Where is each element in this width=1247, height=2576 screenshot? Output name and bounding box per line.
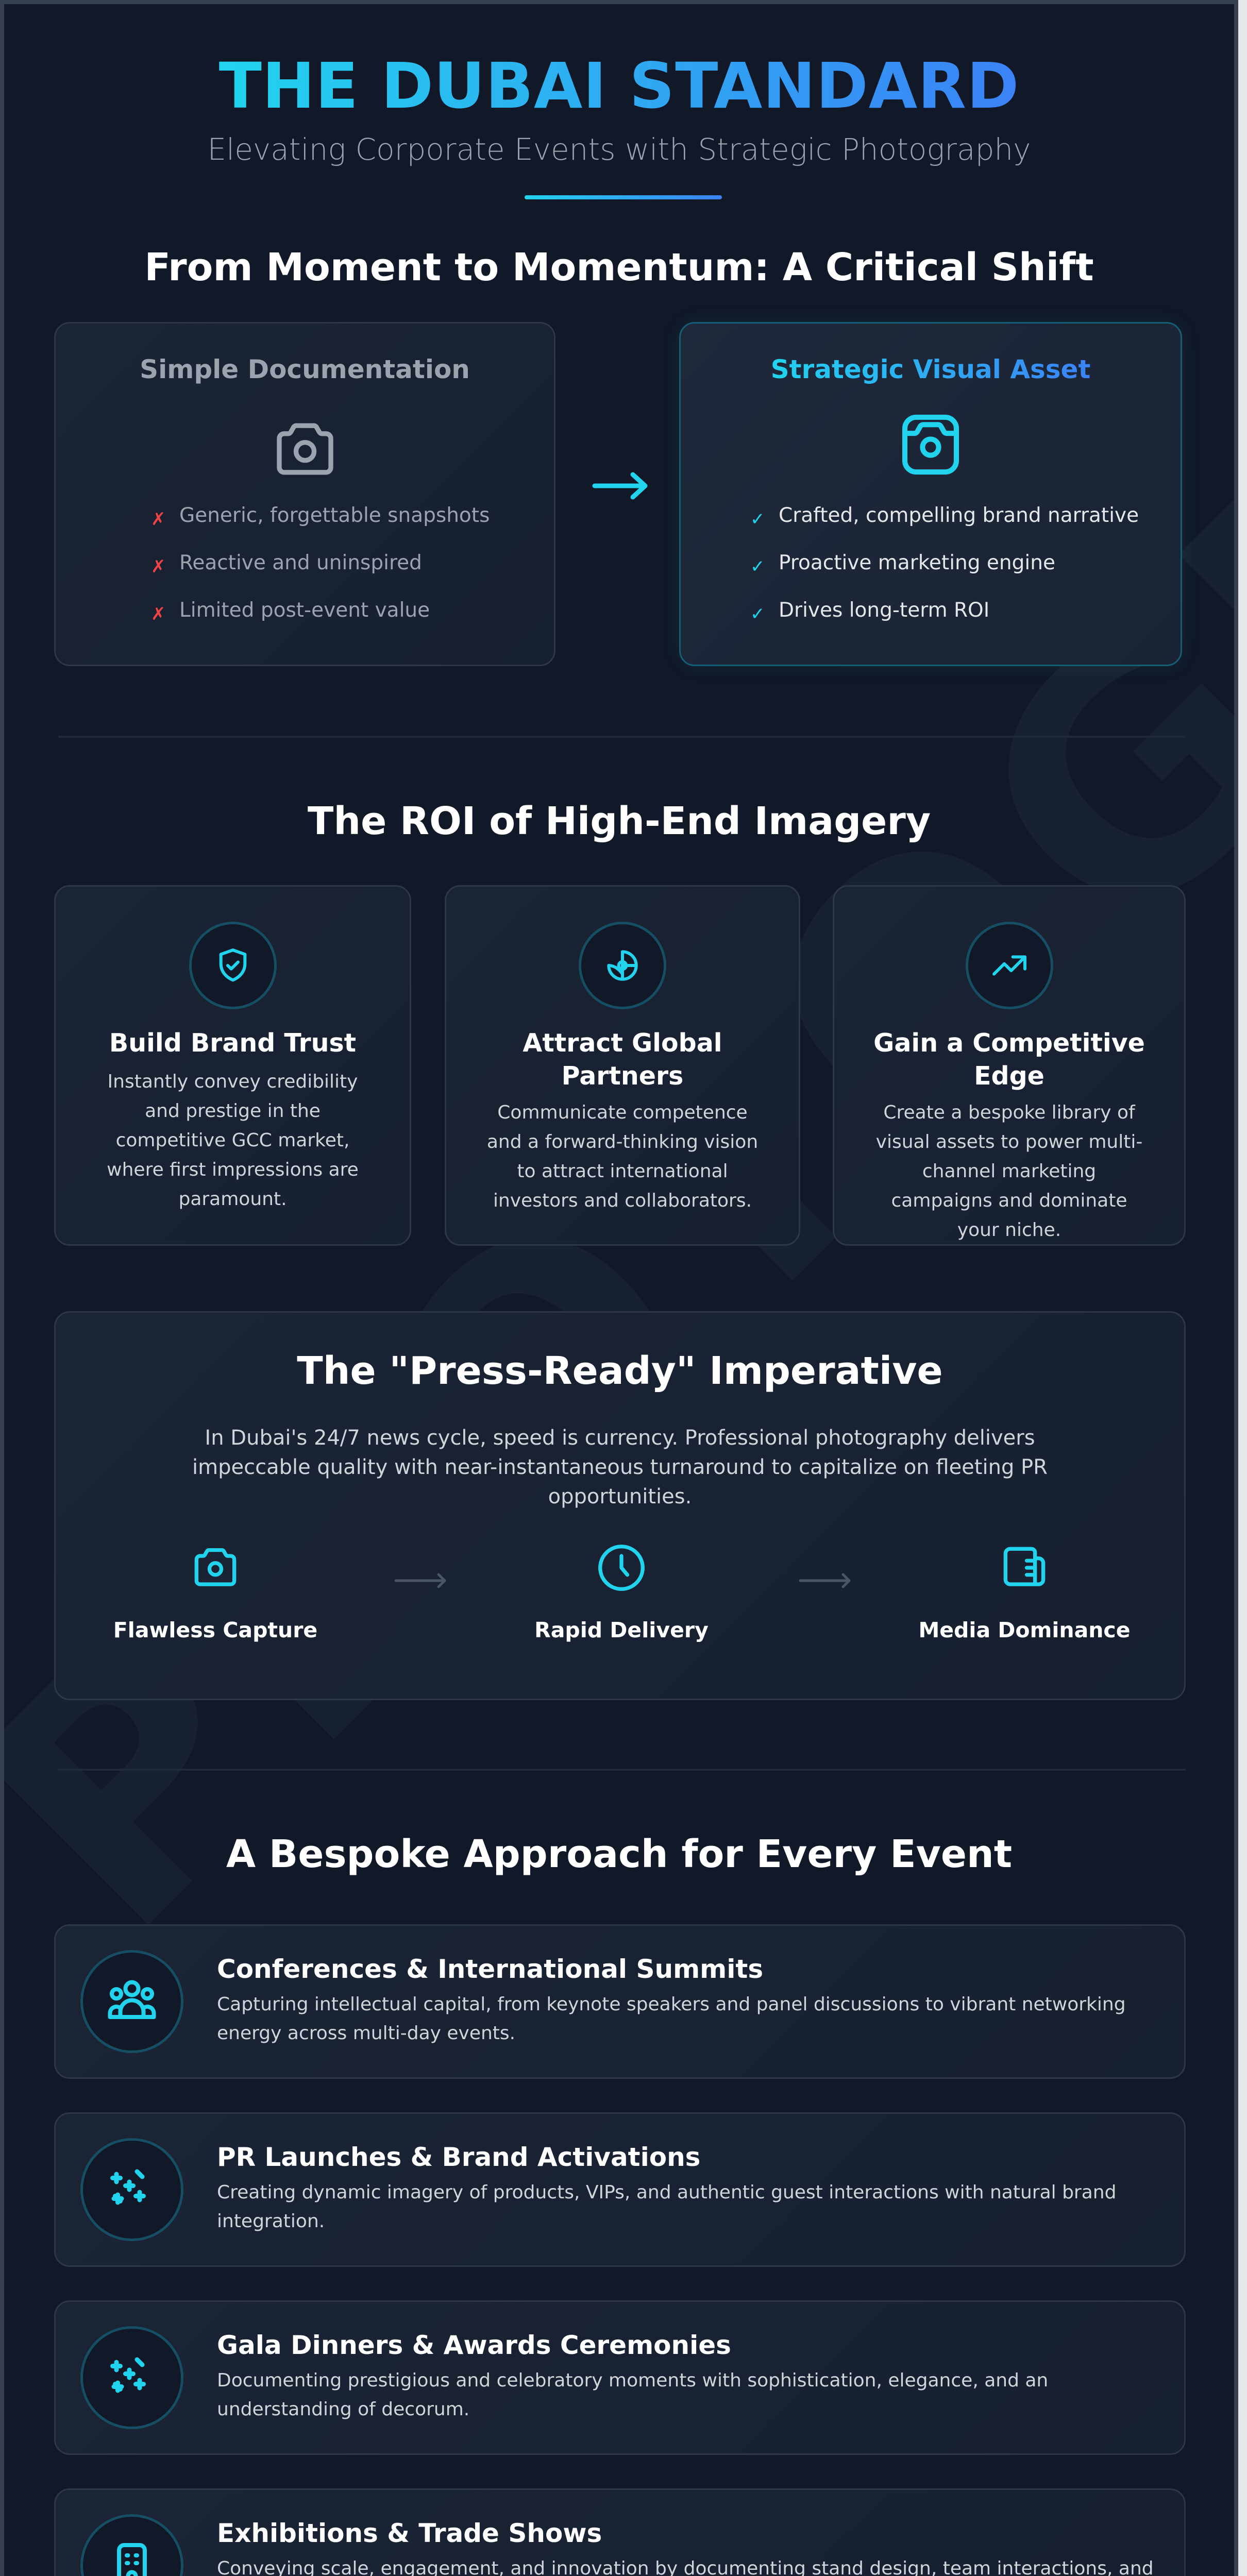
roi-card-title: Gain a Competitive Edge	[873, 1028, 1145, 1091]
sparkles-icon	[110, 2357, 146, 2393]
arrow-right-icon	[394, 1573, 446, 1588]
sparkles-icon	[110, 2169, 146, 2205]
roi-card-title: Build Brand Trust	[109, 1028, 357, 1058]
roi-card-text: Communicate competence and a forward-thi…	[486, 1102, 759, 1211]
step-label: Rapid Delivery	[534, 1618, 709, 1642]
roi-card-title: Attract Global Partners	[523, 1028, 722, 1091]
before-item: ✗Limited post-event value	[151, 599, 430, 624]
icon-circle	[80, 2514, 183, 2576]
roi-section-heading: The ROI of High-End Imagery	[307, 799, 931, 843]
check-mark-icon: ✓	[750, 604, 765, 624]
before-list: ✗Generic, forgettable snapshots ✗Reactiv…	[151, 504, 490, 646]
before-item: ✗Reactive and uninspired	[151, 551, 422, 577]
roi-card-brand-trust: Build Brand Trust Instantly convey credi…	[54, 885, 411, 1246]
newspaper-icon	[1003, 1547, 1046, 1586]
roi-card-competitive-edge: Gain a Competitive Edge Create a bespoke…	[833, 885, 1186, 1246]
main-title: THE DUBAI STANDARD	[218, 49, 1020, 123]
section-divider	[58, 736, 1186, 738]
event-card-text: Documenting prestigious and celebratory …	[217, 2370, 1049, 2420]
x-mark-icon: ✗	[151, 604, 166, 624]
icon-circle	[965, 922, 1053, 1009]
event-card-text: Creating dynamic imagery of products, VI…	[217, 2182, 1117, 2232]
title-accent-bar	[525, 195, 722, 199]
icon-circle	[80, 2326, 183, 2429]
arrow-right-icon	[592, 472, 648, 500]
building-icon	[117, 2543, 147, 2576]
before-card: Simple Documentation ✗Generic, forgettab…	[54, 322, 555, 666]
event-card-text: Conveying scale, engagement, and innovat…	[217, 2558, 1154, 2576]
press-description: In Dubai's 24/7 news cycle, speed is cur…	[192, 1426, 1048, 1509]
x-mark-icon: ✗	[151, 556, 166, 577]
camera-icon	[194, 1548, 237, 1586]
event-card-exhibitions: Exhibitions & Trade Shows Conveying scal…	[54, 2488, 1186, 2576]
roi-card-text: Instantly convey credibility and prestig…	[107, 1071, 359, 1210]
icon-circle	[189, 922, 277, 1009]
icon-circle	[80, 1950, 183, 2053]
globe-target-icon	[607, 950, 638, 981]
icon-circle	[579, 922, 666, 1009]
event-card-gala-dinners: Gala Dinners & Awards Ceremonies Documen…	[54, 2300, 1186, 2455]
arrow-right-icon	[799, 1573, 851, 1588]
clock-icon	[598, 1545, 645, 1591]
event-card-title: Exhibitions & Trade Shows	[217, 2518, 602, 2548]
trending-up-icon	[992, 955, 1026, 976]
roi-card-text: Create a bespoke library of visual asset…	[875, 1102, 1143, 1241]
event-card-pr-launches: PR Launches & Brand Activations Creating…	[54, 2112, 1186, 2267]
step-label: Media Dominance	[918, 1618, 1131, 1642]
step-label: Flawless Capture	[113, 1618, 318, 1642]
icon-circle	[80, 2138, 183, 2241]
subtitle: Elevating Corporate Events with Strategi…	[207, 132, 1031, 167]
check-mark-icon: ✓	[750, 556, 765, 577]
shift-section-heading: From Moment to Momentum: A Critical Shif…	[144, 245, 1094, 290]
event-card-title: PR Launches & Brand Activations	[217, 2142, 701, 2172]
step-flawless-capture: Flawless Capture	[81, 1539, 349, 1642]
event-card-title: Gala Dinners & Awards Ceremonies	[217, 2330, 731, 2360]
press-ready-card: The "Press-Ready" Imperative In Dubai's …	[54, 1311, 1186, 1700]
press-section-heading: The "Press-Ready" Imperative	[297, 1349, 943, 1393]
step-media-dominance: Media Dominance	[890, 1539, 1158, 1642]
before-item: ✗Generic, forgettable snapshots	[151, 504, 490, 530]
after-item: ✓Crafted, compelling brand narrative	[750, 504, 1139, 530]
after-card: Strategic Visual Asset ✓Crafted, compell…	[679, 322, 1182, 666]
users-icon	[108, 1980, 156, 2019]
before-card-title: Simple Documentation	[140, 354, 470, 384]
event-card-title: Conferences & International Summits	[217, 1954, 764, 1984]
x-mark-icon: ✗	[151, 509, 166, 530]
after-item: ✓Proactive marketing engine	[750, 551, 1055, 577]
camera-icon	[276, 423, 333, 475]
shield-check-icon	[219, 948, 246, 982]
camera-icon	[902, 414, 959, 475]
after-item: ✓Drives long-term ROI	[750, 599, 990, 624]
check-mark-icon: ✓	[750, 509, 765, 530]
event-card-conferences: Conferences & International Summits Capt…	[54, 1924, 1186, 2079]
after-list: ✓Crafted, compelling brand narrative ✓Pr…	[750, 504, 1139, 646]
section-divider	[58, 1769, 1186, 1771]
roi-card-global-partners: Attract Global Partners Communicate comp…	[445, 885, 800, 1246]
event-card-text: Capturing intellectual capital, from key…	[217, 1994, 1126, 2044]
after-card-title: Strategic Visual Asset	[770, 354, 1091, 384]
events-section-heading: A Bespoke Approach for Every Event	[226, 1832, 1013, 1876]
step-rapid-delivery: Rapid Delivery	[487, 1539, 755, 1642]
